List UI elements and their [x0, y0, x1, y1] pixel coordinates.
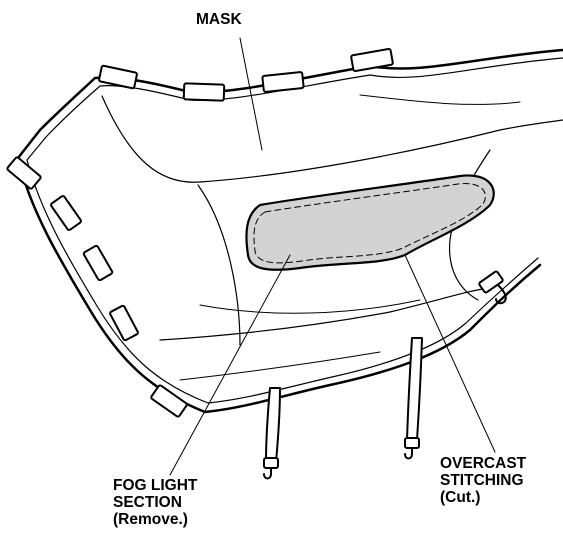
- fog-light-leader-line: [169, 254, 291, 476]
- attachment-tab: [182, 82, 226, 102]
- right-edge-hook: [495, 284, 507, 305]
- strap-hook-right: [404, 447, 413, 460]
- mask-seam-upper: [101, 95, 563, 183]
- strap-right: [406, 337, 423, 441]
- attachment-tab: [98, 64, 138, 90]
- attachment-tab: [50, 195, 82, 231]
- fog-light-label-line-1: FOG LIGHT: [113, 477, 198, 494]
- mask-seam-bottom: [179, 351, 381, 381]
- attachment-tab: [109, 304, 139, 342]
- mask-seam-lower-inner: [199, 299, 421, 314]
- strap-left: [265, 387, 281, 463]
- mask-inner-edge: [26, 57, 563, 404]
- mask-label-text: MASK: [196, 11, 242, 28]
- mask-outer-edge: [16, 48, 563, 414]
- fog-light-section: [245, 174, 495, 271]
- overcast-stitching: [253, 183, 486, 264]
- fog-light-label-line-3: (Remove.): [113, 511, 188, 528]
- overcast-stitching-label: OVERCAST STITCHING (Cut.): [440, 455, 526, 506]
- attachment-tab: [261, 71, 305, 93]
- attachment-tab: [82, 244, 114, 282]
- mask-seam-middle: [197, 184, 241, 346]
- overcast-label-line-3: (Cut.): [440, 489, 481, 506]
- mask-leader-line: [239, 37, 263, 151]
- attachment-tab: [478, 270, 504, 294]
- strap-buckle: [263, 457, 279, 469]
- fog-light-label-line-2: SECTION: [113, 494, 182, 511]
- strap-buckle: [404, 437, 420, 449]
- mask-seam-right-front: [448, 149, 491, 301]
- attachment-tab: [150, 384, 188, 418]
- strap-hook-left: [263, 467, 272, 480]
- overcast-label-line-2: STITCHING: [440, 472, 524, 489]
- overcast-label-line-1: OVERCAST: [440, 455, 527, 472]
- fog-light-section-label: FOG LIGHT SECTION (Remove.): [113, 477, 197, 528]
- mask-label: MASK: [196, 11, 242, 28]
- mask-seam-lower: [159, 287, 491, 341]
- attachment-tab: [350, 47, 394, 73]
- overcast-leader-line: [404, 254, 496, 453]
- attachment-tab: [6, 156, 42, 190]
- mask-seam-top-right: [359, 94, 521, 105]
